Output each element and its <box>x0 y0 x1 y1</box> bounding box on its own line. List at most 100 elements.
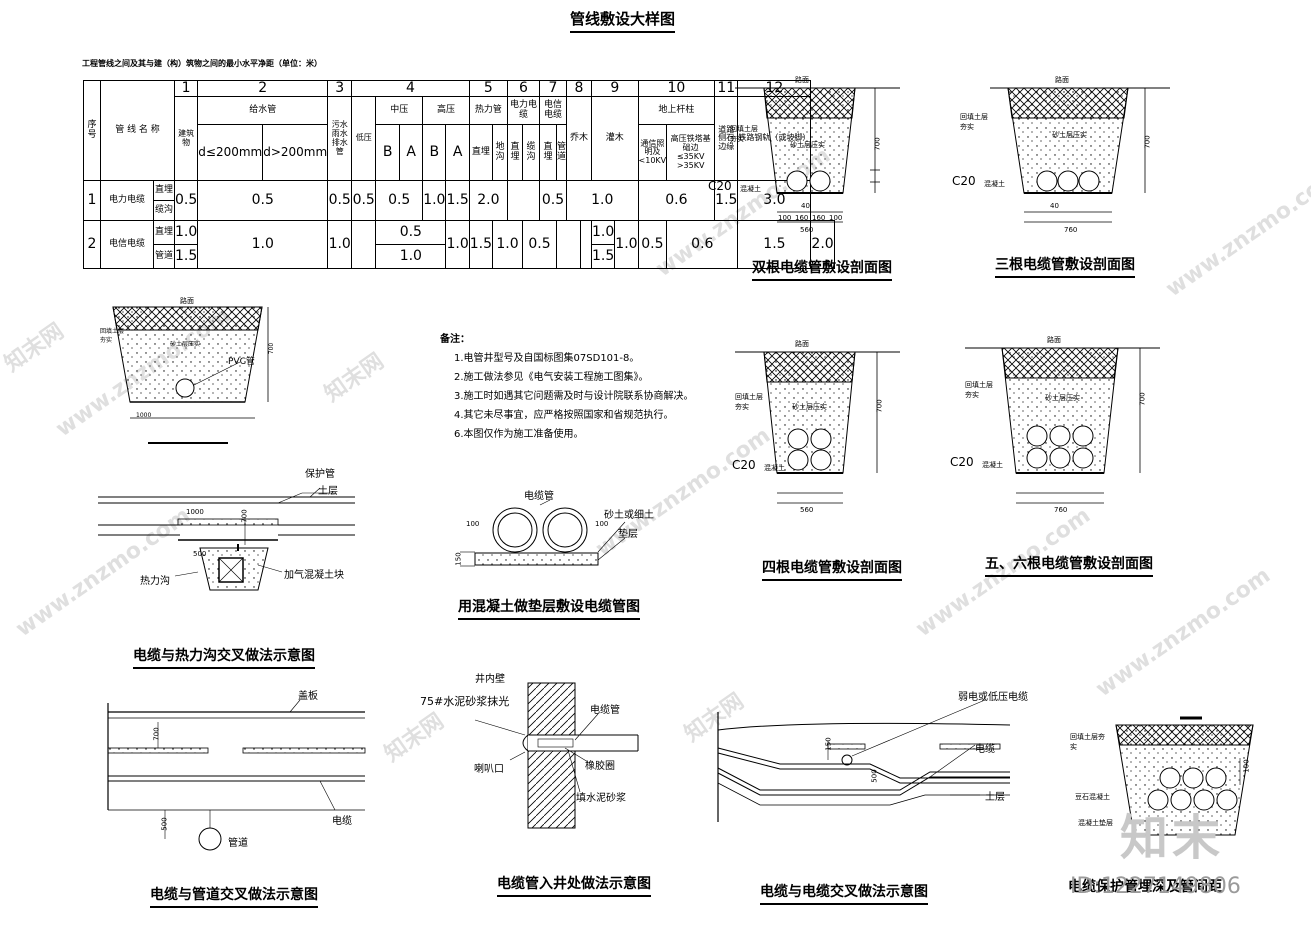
cell: 0.6 <box>637 180 716 222</box>
dim-100: 100 <box>1242 759 1251 773</box>
dim-150: 150 <box>454 552 463 566</box>
label-cushion: 垫层 <box>618 529 638 540</box>
label-soil: 土层 <box>318 486 338 497</box>
dim-100: 100 <box>466 520 480 528</box>
heat-trench-crossing <box>98 487 355 591</box>
label-c20: C20 <box>732 458 756 472</box>
dim-560: 560 <box>800 226 814 234</box>
cell: 0.6 <box>666 220 739 270</box>
well-entry <box>474 682 639 829</box>
label-protect-pipe: 保护管 <box>305 469 335 480</box>
label-well-wall: 井内壁 <box>475 674 505 685</box>
header-tower-low: ≤35KV <box>676 151 705 161</box>
dim-560: 560 <box>800 506 814 514</box>
header-building: 建筑物 <box>173 96 199 182</box>
dim-100: 100 <box>778 214 792 222</box>
cell: 1.0 <box>197 220 329 270</box>
label-road: 路面 <box>1055 76 1069 84</box>
note-item: 6.本图仅作为施工准备使用。 <box>454 429 584 440</box>
table-caption: 工程管线之间及其与建（构）筑物之间的最小水平净距（单位：米） <box>82 59 322 68</box>
note-item: 2.施工做法参见《电气安装工程施工图集》。 <box>454 372 649 383</box>
header-tower-label: 高压铁塔基础边 <box>670 134 711 153</box>
cell: 1.0 <box>173 220 199 246</box>
dim-700: 700 <box>268 342 276 355</box>
label-sand: 砂土层压实 <box>790 141 825 149</box>
dim-1000: 1000 <box>136 412 152 419</box>
dim-500: 500 <box>193 550 207 558</box>
dim-700: 700 <box>875 399 884 413</box>
dim-40: 40 <box>1050 202 1059 210</box>
label-pipeline: 管道 <box>228 838 248 849</box>
header-telecom: 电信电缆 <box>538 96 568 126</box>
dim-700: 700 <box>1138 392 1147 406</box>
col-number: 5 <box>468 79 509 98</box>
double-pipe-section <box>735 87 900 223</box>
label-road: 路面 <box>1047 336 1061 344</box>
col-number: 7 <box>538 79 568 98</box>
dim-700: 700 <box>152 727 161 741</box>
label-road: 路面 <box>180 297 194 305</box>
notes: 备注： 1.电管井型号及自国标图集07SD101-8。 2.施工做法参见《电气安… <box>440 330 694 444</box>
header-heat-direct: 直埋 <box>468 124 494 182</box>
figure-title-double: 双根电缆管敷设剖面图 <box>752 257 892 281</box>
note-item: 1.电管井型号及自国标图集07SD101-8。 <box>454 353 640 364</box>
note-item: 3.施工时如遇其它问题需及时与设计院联系协商解决。 <box>454 391 694 402</box>
label-gravel-concrete: 豆石混凝土 <box>1075 793 1110 801</box>
label-road: 路面 <box>795 340 809 348</box>
header-seq: 序号 <box>83 79 101 182</box>
label-backfill: 回填土层夯实 <box>100 328 125 344</box>
cell: 0.5 <box>197 180 329 222</box>
watermark-id: ID:1227149806 <box>1070 874 1241 899</box>
page-title: 管线敷设大样图 <box>570 8 676 33</box>
dim-500: 500 <box>870 769 879 783</box>
dim-760: 760 <box>1054 506 1068 514</box>
dim-700: 700 <box>1143 135 1152 149</box>
header-gas-low: 低压 <box>351 96 377 182</box>
label-concrete-cushion: 混凝土垫层 <box>1078 819 1113 827</box>
cell: 0.5 <box>327 180 353 222</box>
label-backfill: 回填土层夯实 <box>960 113 988 131</box>
cell: 2.0 <box>810 220 835 270</box>
dim-500: 500 <box>160 817 169 831</box>
cell: 0.5 <box>522 220 557 270</box>
label-pvc: PVC管 <box>228 357 255 367</box>
figure-title-heat: 电缆与热力沟交叉做法示意图 <box>133 645 315 669</box>
label-sand: 砂土层压实 <box>170 341 201 348</box>
figure-title-concrete-bed: 用混凝土做垫层敷设电缆管图 <box>458 596 640 620</box>
label-mortar-fill: 填水泥砂浆 <box>576 793 626 804</box>
header-tree: 乔木 <box>566 96 593 182</box>
triple-pipe-section <box>990 87 1170 223</box>
header-name: 管 线 名 称 <box>100 79 175 182</box>
cell: 1.0 <box>614 220 639 270</box>
cell: 1.0 <box>327 220 353 270</box>
label-concrete: 混凝土 <box>982 461 1003 469</box>
cell: 1.5 <box>737 220 812 270</box>
label-c20: C20 <box>708 179 732 193</box>
label-bell: 喇叭口 <box>474 764 504 775</box>
label-soil: 土层 <box>985 792 1005 803</box>
col-number: 11 <box>714 79 739 98</box>
header-water-large: d>200mm <box>262 124 329 182</box>
clearance-table: 序号 管 线 名 称 1 2 3 4 5 6 7 8 9 10 11 12 建筑… <box>83 79 835 270</box>
label-sand: 砂土层压实 <box>1045 394 1080 402</box>
header-power: 电力电缆 <box>507 96 540 126</box>
cell: 0.5 <box>351 180 377 222</box>
cell: 1.5 <box>173 244 199 270</box>
figure-title-well-entry: 电缆管入井处做法示意图 <box>497 873 651 897</box>
header-heat: 热力管 <box>468 96 509 126</box>
label-heat-trench: 热力沟 <box>140 576 170 587</box>
header-mid-a: A <box>399 124 424 182</box>
figure-title-fivesix: 五、六根电缆管敷设剖面图 <box>985 553 1153 577</box>
label-aerated-block: 加气混凝土块 <box>284 570 344 581</box>
label-cable-pipe: 电缆管 <box>524 491 554 502</box>
label-cable: 电缆 <box>332 816 352 827</box>
label-backfill: 回填土层夯实 <box>965 381 993 399</box>
col-number: 4 <box>351 79 470 98</box>
col-number: 1 <box>173 79 199 98</box>
col-number: 3 <box>327 79 353 98</box>
col-number: 8 <box>566 79 593 98</box>
col-number: 6 <box>507 79 540 98</box>
label-sand-fine: 砂土或细土 <box>604 510 654 521</box>
dim-150: 150 <box>824 737 833 751</box>
